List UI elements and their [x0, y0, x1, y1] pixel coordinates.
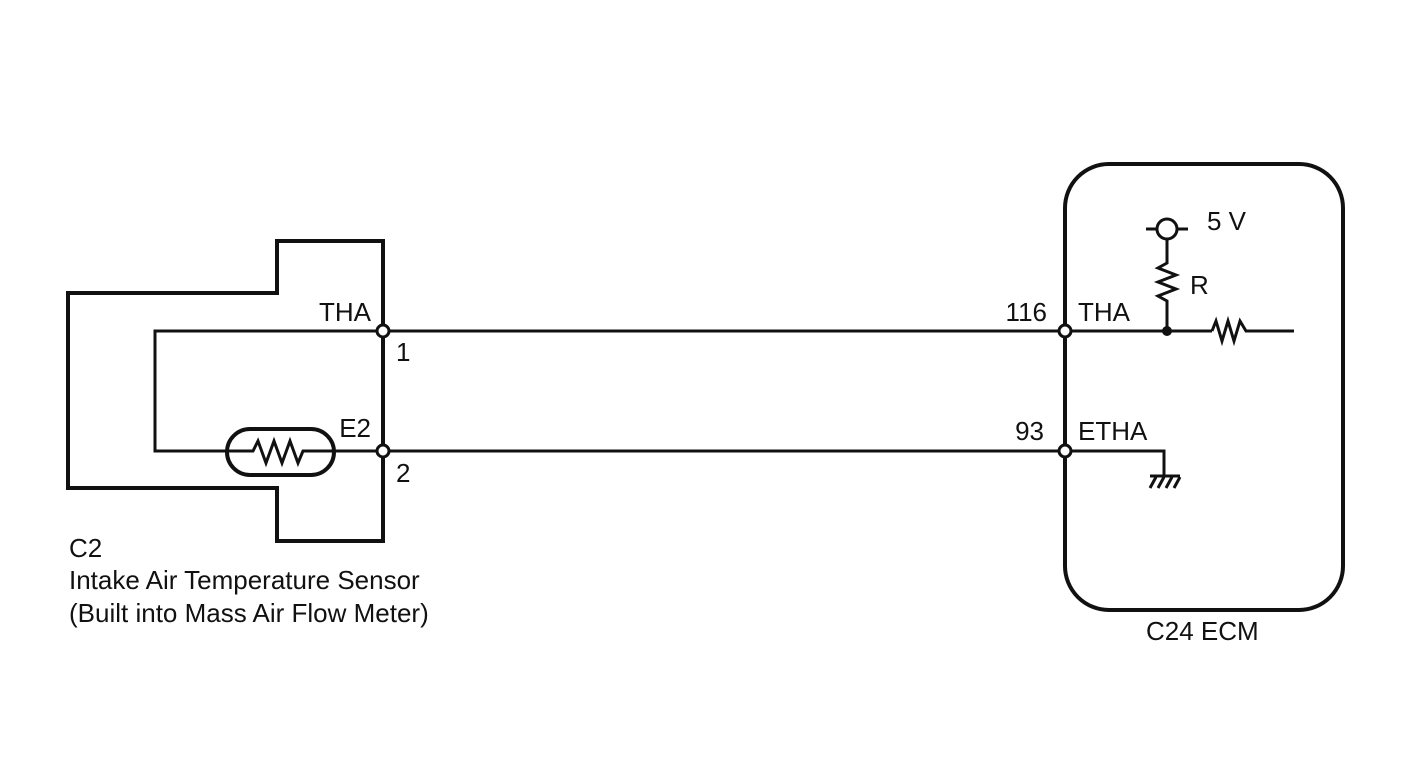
ecm-pin-116-number: 116	[1006, 297, 1047, 327]
thermistor-resistor-icon	[228, 436, 333, 468]
sensor-internal-wire	[153, 329, 383, 453]
ecm-tha-resistor-icon	[1210, 315, 1294, 347]
ecm-pin-116	[1057, 323, 1073, 339]
supply-5v-icon	[1155, 217, 1179, 241]
sensor-pin-1-number: 1	[396, 337, 410, 367]
sensor-terminal-e2-label: E2	[339, 413, 371, 443]
pullup-resistor-label: R	[1190, 270, 1209, 300]
pullup-resistor-icon	[1153, 239, 1181, 331]
sensor-pin-1	[375, 323, 391, 339]
junction-dot	[1162, 326, 1172, 336]
sensor-connector-id: C2	[69, 533, 102, 563]
ecm-terminal-tha-label: THA	[1078, 297, 1131, 327]
sensor-name: Intake Air Temperature Sensor	[69, 565, 420, 595]
sensor-housing-outline	[66, 239, 385, 543]
thermistor-capsule	[225, 427, 336, 477]
ecm-box	[1063, 162, 1345, 612]
sensor-pin-2	[375, 443, 391, 459]
sensor-note: (Built into Mass Air Flow Meter)	[69, 598, 429, 628]
ground-icon	[1148, 476, 1182, 489]
supply-voltage-label: 5 V	[1207, 206, 1247, 236]
ecm-label: C24 ECM	[1146, 616, 1259, 646]
sensor-terminal-tha-label: THA	[319, 297, 372, 327]
ecm-etha-line	[1065, 449, 1166, 476]
ecm-pin-93	[1057, 443, 1073, 459]
sensor-pin-2-number: 2	[396, 458, 410, 488]
ecm-terminal-etha-label: ETHA	[1078, 416, 1148, 446]
ecm-pin-93-number: 93	[1015, 416, 1044, 446]
